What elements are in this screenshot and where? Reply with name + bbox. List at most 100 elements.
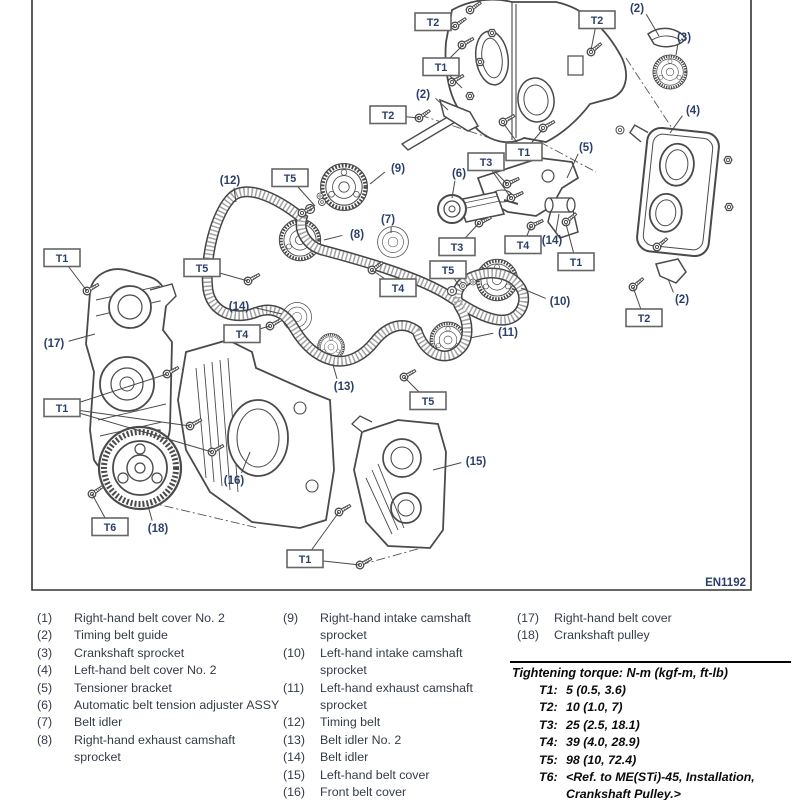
torque-key: T2: — [539, 700, 558, 715]
part-number: (9) — [283, 611, 299, 625]
svg-text:T1: T1 — [299, 554, 312, 566]
part-list-item: (12) Timing belt — [283, 714, 481, 731]
part-number: (8) — [37, 732, 53, 747]
torque-label-t5: T5 — [183, 258, 221, 278]
part-callout-18: (18) — [148, 523, 169, 535]
torque-title: Tightening torque: N-m (kgf-m, ft-lb) — [512, 666, 728, 680]
torque-row: T2: 10 (1.0, 7) — [510, 699, 791, 716]
svg-text:T6: T6 — [104, 522, 117, 534]
part-name: Front belt cover — [320, 785, 407, 800]
part-number: (15) — [283, 767, 306, 782]
part-list-item: (1) Right-hand belt cover No. 2 — [37, 610, 283, 627]
part-callout-2: (2) — [416, 89, 430, 101]
part-number-callouts: (2)(3)(2)(4)(5)(6)(9)(12)(7)(8)(14)(10)(… — [44, 3, 700, 535]
rh-intake-camshaft-sprocket-drawing — [318, 161, 370, 213]
part-name: Right-hand intake camshaft sprocket — [320, 611, 471, 643]
part-number: (1) — [37, 611, 53, 625]
left-hand-belt-cover-drawing — [351, 415, 447, 549]
torque-key: T1: — [539, 683, 558, 697]
torque-key: T5: — [539, 752, 558, 767]
torque-row: T1: 5 (0.5, 3.6) — [510, 682, 791, 699]
part-number: (17) — [517, 611, 540, 625]
torque-label-t1: T1 — [43, 398, 81, 418]
part-number: (13) — [283, 732, 306, 747]
part-callout-16: (16) — [224, 475, 245, 487]
torque-row: T3: 25 (2.5, 18.1) — [510, 717, 791, 734]
part-name: Timing belt — [320, 715, 381, 730]
part-list-item: (18) Crankshaft pulley — [517, 627, 789, 644]
part-number: (10) — [283, 645, 306, 660]
part-name: Timing belt guide — [74, 628, 168, 643]
torque-label-t5: T5 — [409, 391, 447, 411]
svg-text:T4: T4 — [236, 329, 249, 341]
part-number: (18) — [517, 628, 540, 643]
svg-text:T1: T1 — [435, 62, 448, 74]
part-list-item: (11) Left-hand exhaust camshaft sprocket — [283, 680, 481, 715]
part-callout-12: (12) — [220, 175, 241, 187]
part-list-item: (15) Left-hand belt cover — [283, 767, 481, 784]
torque-key: T6: — [539, 770, 558, 785]
torque-label-t4: T4 — [223, 324, 261, 344]
part-list-item: (4) Left-hand belt cover No. 2 — [37, 662, 283, 679]
torque-label-t1: T1 — [422, 57, 460, 77]
part-list-item: (16) Front belt cover — [283, 784, 481, 800]
part-name: Right-hand belt cover — [554, 611, 672, 625]
part-list-item: (6) Automatic belt tension adjuster ASSY — [37, 697, 283, 714]
part-callout-2: (2) — [675, 294, 689, 306]
part-list-item: (17) Right-hand belt cover — [517, 610, 789, 627]
part-list-item: (5) Tensioner bracket — [37, 680, 283, 697]
part-callout-15: (15) — [466, 456, 487, 468]
part-callout-2: (2) — [630, 3, 644, 15]
torque-label-t1: T1 — [286, 549, 324, 569]
part-name: Left-hand belt cover — [320, 767, 430, 782]
part-callout-7: (7) — [381, 214, 395, 226]
part-name: Left-hand belt cover No. 2 — [74, 663, 217, 678]
figure-border — [31, 0, 752, 591]
part-number: (6) — [37, 698, 53, 713]
part-number: (11) — [283, 680, 305, 695]
svg-text:T1: T1 — [56, 253, 69, 265]
timing-belt-exploded-diagram: T2T1T2T2T1T3T5T3T4T1T5T5T4T4T2T1T1T5T6T1… — [31, 0, 752, 591]
svg-text:T1: T1 — [570, 257, 583, 269]
part-number: (14) — [283, 750, 306, 765]
part-callout-11: (11) — [498, 327, 518, 339]
torque-value: 98 (10, 72.4) — [566, 752, 637, 767]
svg-text:T1: T1 — [56, 403, 69, 415]
svg-text:T2: T2 — [427, 17, 440, 29]
part-number: (3) — [37, 645, 53, 660]
part-list-item: (13) Belt idler No. 2 — [283, 732, 481, 749]
torque-label-t2: T2 — [414, 12, 452, 32]
svg-text:T5: T5 — [196, 263, 209, 275]
part-name: Crankshaft pulley — [554, 628, 650, 643]
timing-belt-drawing — [201, 186, 530, 367]
torque-value: <Ref. to ME(STi)-45, Installation, Crank… — [566, 770, 755, 800]
torque-label-t6: T6 — [91, 517, 129, 537]
part-callout-9: (9) — [391, 163, 405, 175]
part-list-item: (9) Right-hand intake camshaft sprocket — [283, 610, 481, 645]
svg-text:T2: T2 — [638, 313, 651, 325]
part-number: (5) — [37, 680, 53, 695]
part-callout-4: (4) — [686, 105, 700, 117]
part-name: Belt idler — [74, 715, 123, 730]
part-number: (4) — [37, 663, 53, 678]
svg-text:T2: T2 — [382, 110, 395, 122]
torque-label-t5: T5 — [429, 260, 467, 280]
part-callout-5: (5) — [579, 142, 593, 154]
torque-key: T3: — [539, 717, 558, 732]
left-hand-belt-cover-no2-drawing — [629, 124, 720, 258]
torque-label-t3: T3 — [438, 237, 476, 257]
torque-label-t5: T5 — [271, 168, 309, 188]
part-callout-17: (17) — [44, 338, 65, 350]
part-callout-6: (6) — [452, 168, 466, 180]
part-name: Right-hand exhaust camshaft sprocket — [74, 732, 236, 765]
part-callout-14: (14) — [229, 301, 250, 313]
torque-label-t2: T2 — [369, 105, 407, 125]
svg-text:T1: T1 — [518, 147, 531, 159]
crankshaft-pulley-drawing — [97, 425, 183, 511]
part-name: Crankshaft sprocket — [74, 645, 185, 660]
part-callout-10: (10) — [550, 296, 571, 308]
part-number: (16) — [283, 785, 306, 800]
svg-text:T3: T3 — [451, 242, 464, 254]
torque-key: T4: — [539, 735, 558, 750]
timing-belt-guide-drawing — [438, 27, 687, 284]
